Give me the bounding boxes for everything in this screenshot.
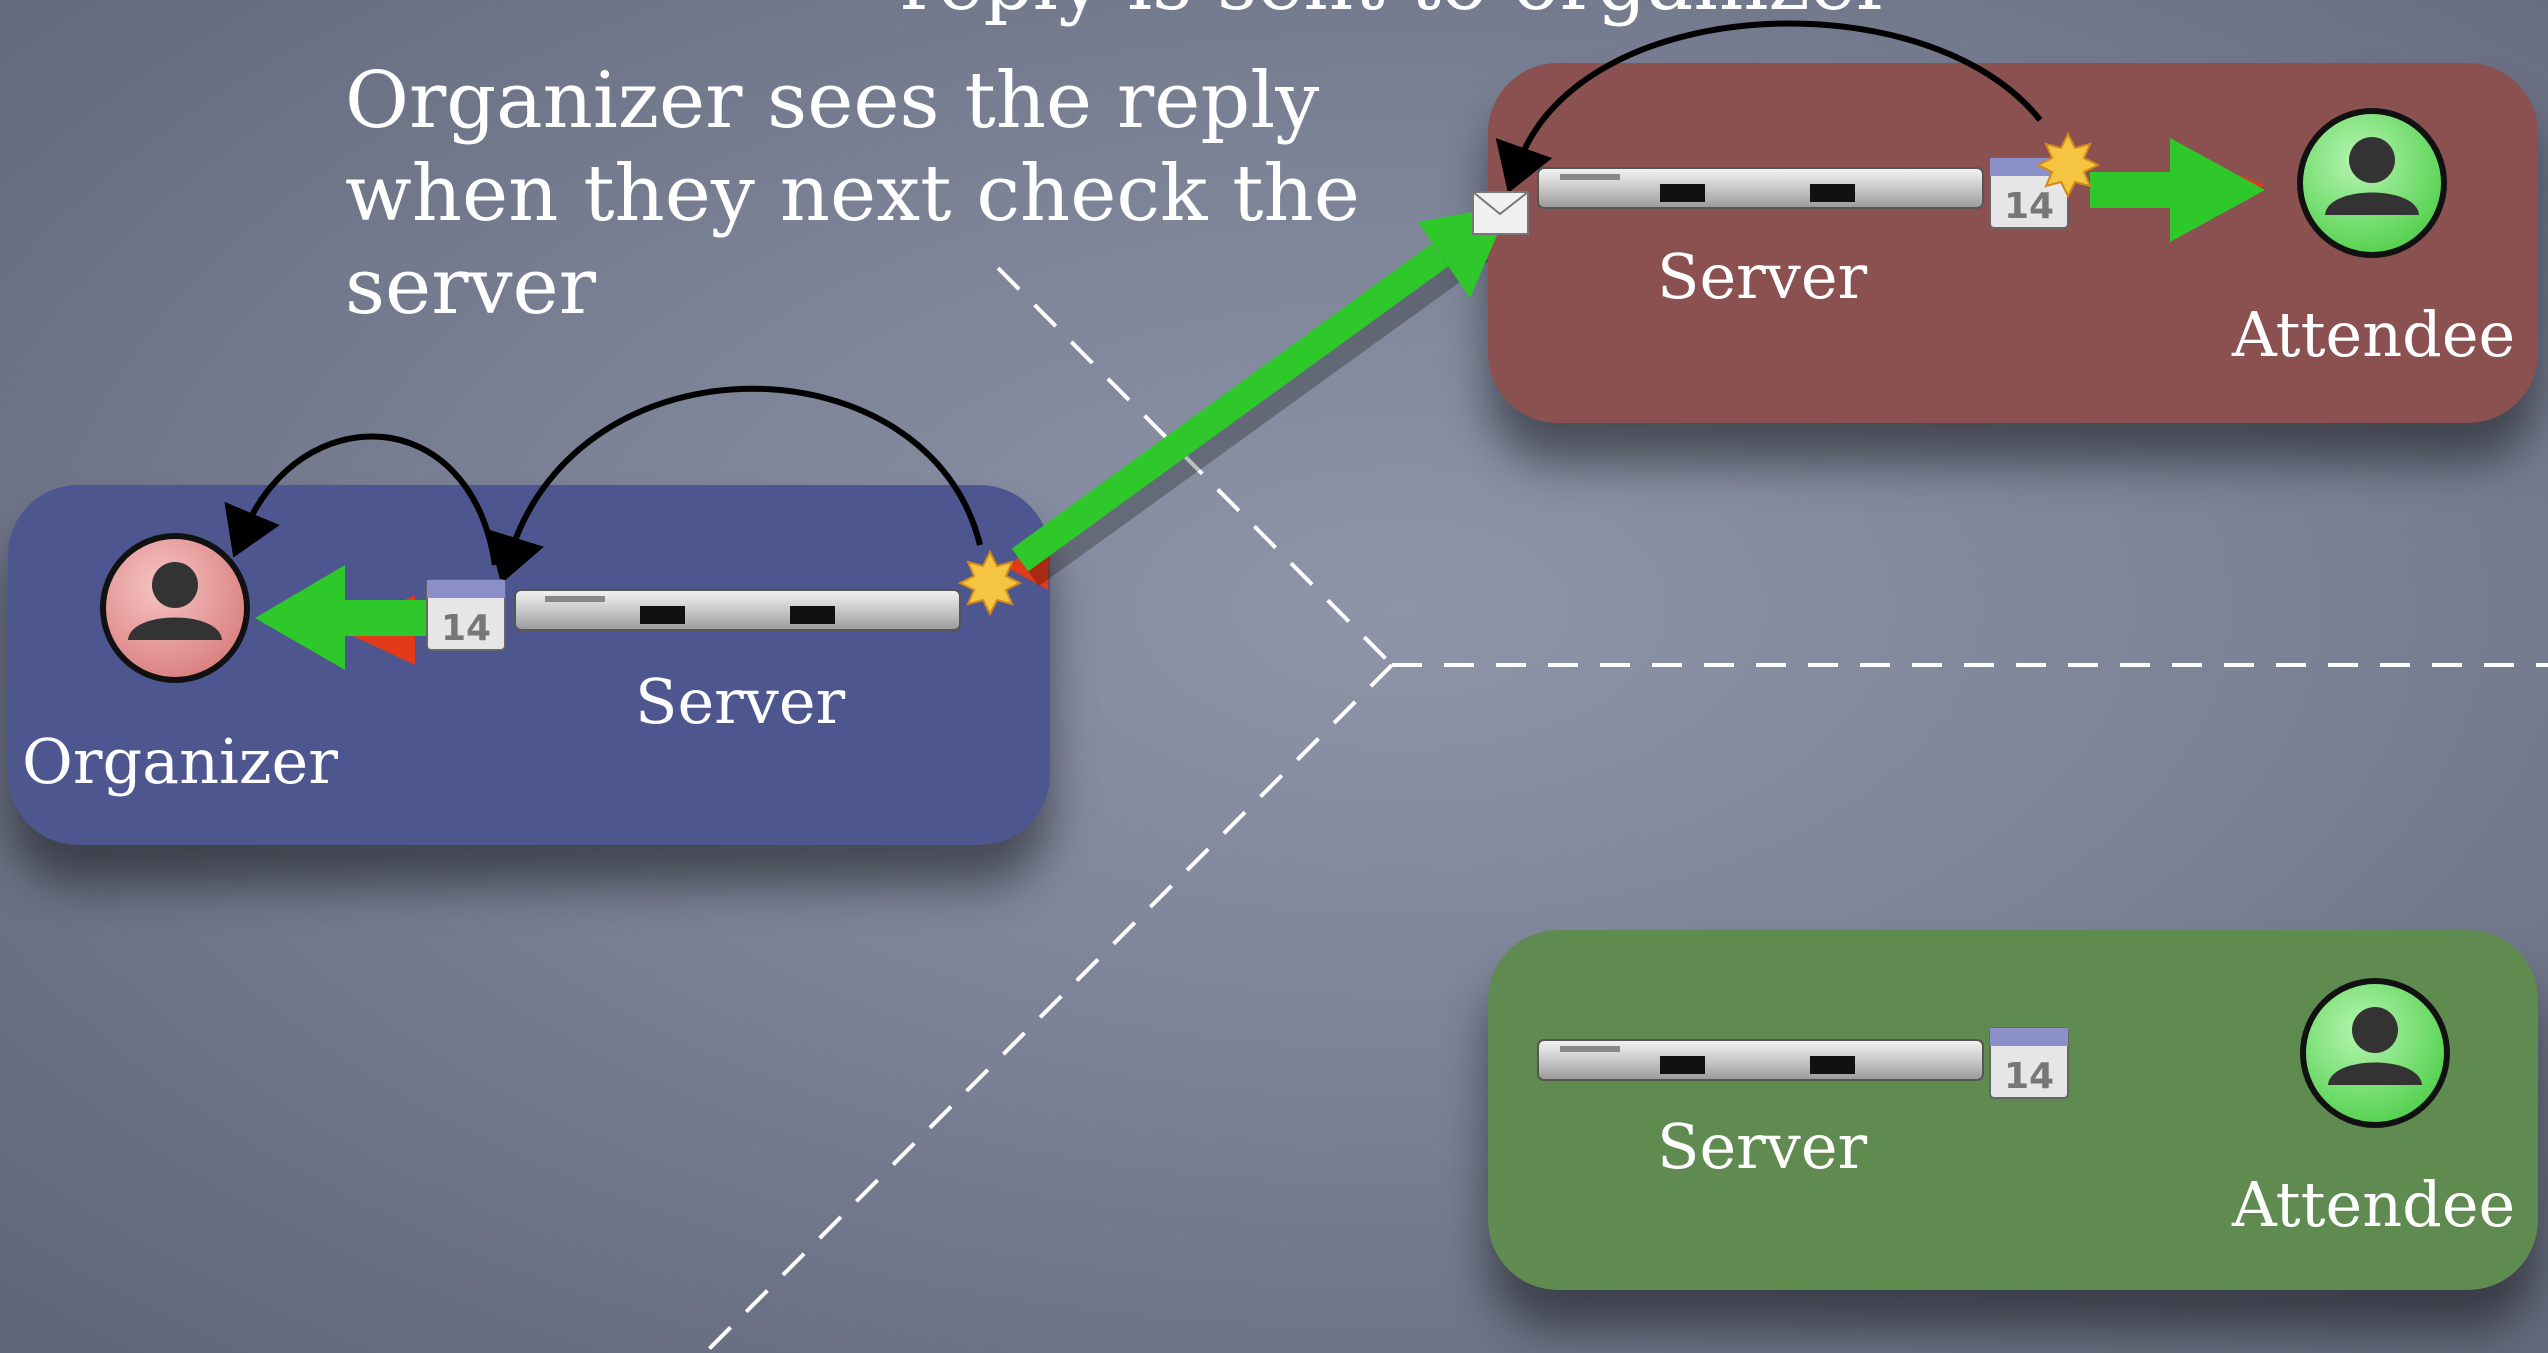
organizer-avatar — [100, 533, 250, 683]
partial-title-text: reply is sent to organizer — [900, 0, 1893, 28]
dashed-divider-lines — [703, 266, 2548, 1353]
caption-text: Organizer sees the reply when they next … — [345, 56, 1360, 332]
starburst-icon-attendee — [2035, 131, 2101, 199]
attendee-avatar-1 — [2297, 108, 2447, 258]
delivery-arrow-attendee — [2090, 138, 2265, 242]
server-rack-attendee-1 — [1537, 167, 1984, 209]
server-rack-attendee-2 — [1537, 1039, 1984, 1081]
calendar-icon-attendee-2: 14 — [1989, 1027, 2069, 1099]
envelope-icon — [1472, 191, 1529, 235]
server-label-organizer: Server — [635, 665, 846, 738]
organizer-flow-arrows — [224, 385, 983, 584]
calendar-day-attendee-2: 14 — [2004, 1056, 2054, 1097]
attendee-label-1: Attendee — [2232, 298, 2516, 371]
attendee-avatar-2 — [2300, 978, 2450, 1128]
attendee-flow-arrow — [1495, 20, 2043, 194]
server-rack-organizer — [514, 589, 961, 631]
server-label-attendee-1: Server — [1657, 240, 1868, 313]
organizer-label: Organizer — [22, 725, 338, 798]
calendar-icon-organizer: 14 — [426, 579, 506, 651]
calendar-day-organizer: 14 — [441, 608, 491, 649]
server-label-attendee-2: Server — [1657, 1110, 1868, 1183]
starburst-icon-organizer — [957, 549, 1023, 617]
calendar-day-attendee-1: 14 — [2004, 186, 2054, 227]
attendee-label-2: Attendee — [2232, 1168, 2516, 1241]
delivery-arrow-organizer — [255, 565, 430, 670]
